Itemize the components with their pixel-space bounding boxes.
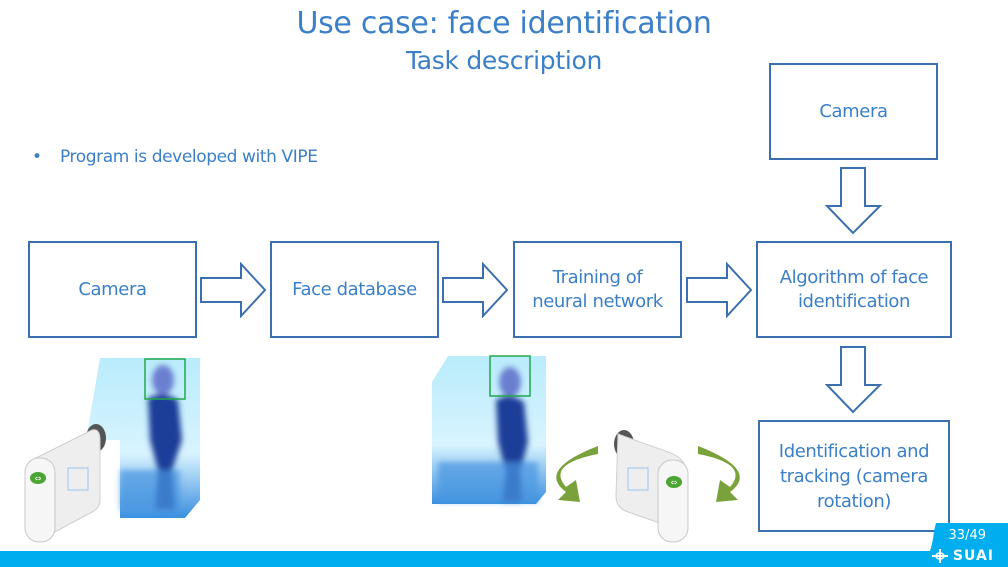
- node-camera-input: Camera: [28, 241, 197, 338]
- arrow-down-icon: [825, 167, 883, 235]
- suai-logo-icon: [931, 549, 948, 563]
- suai-logo: SUAI: [931, 548, 994, 564]
- node-face-database: Face database: [270, 241, 439, 338]
- arrow-right-icon: [442, 262, 509, 318]
- bullet-text: Program is developed with VIPE: [60, 147, 318, 167]
- arrow-right-icon: [686, 262, 753, 318]
- person-silhouette: [120, 365, 182, 510]
- svg-text:⇔: ⇔: [671, 478, 678, 487]
- slide-subtitle: Task description: [405, 46, 603, 75]
- camera-device-icon: ⇔: [24, 424, 106, 543]
- camera-device-icon: ⇔: [614, 430, 689, 543]
- arrow-down-icon: [825, 346, 883, 414]
- node-identification: Identification and tracking (camera rota…: [758, 420, 950, 532]
- footer-bar: [0, 551, 1008, 567]
- slide-title: Use case: face identification: [296, 6, 712, 41]
- node-training: Training of neural network: [513, 241, 682, 338]
- arrow-right-icon: [200, 262, 267, 318]
- person-silhouette: [438, 367, 538, 502]
- node-algorithm: Algorithm of face identification: [756, 241, 952, 338]
- rotation-arrow-right-icon: [698, 446, 740, 502]
- face-detection-box: [489, 355, 531, 397]
- logo-text: SUAI: [952, 548, 994, 564]
- node-camera-top: Camera: [769, 63, 938, 160]
- camera-rotation-illustration: ⇔: [432, 355, 740, 543]
- bullet-item: • Program is developed with VIPE: [32, 147, 318, 167]
- face-detection-box: [144, 358, 186, 400]
- rotation-arrow-left-icon: [556, 446, 598, 502]
- page-number: 33/49: [948, 528, 986, 543]
- svg-text:⇔: ⇔: [35, 474, 42, 483]
- bullet-dot-icon: •: [32, 147, 42, 167]
- camera-capture-illustration: ⇔: [24, 358, 200, 543]
